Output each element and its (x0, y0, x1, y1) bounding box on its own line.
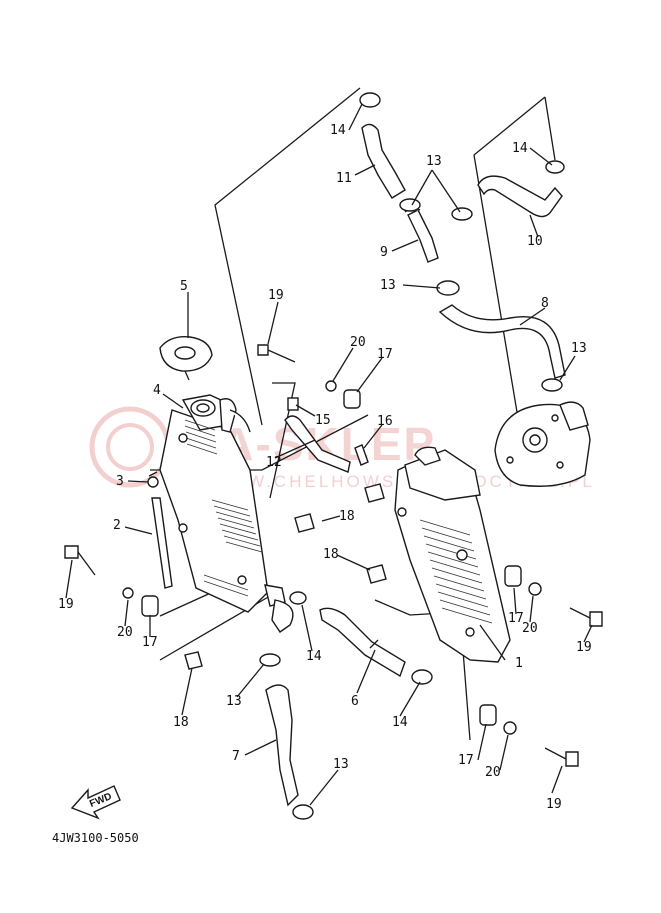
left-radiator (159, 394, 294, 633)
callout-16: 16 (377, 414, 393, 429)
callout-17a: 17 (377, 347, 393, 362)
callout-19a: 19 (268, 288, 284, 303)
leader-lines (65, 103, 593, 806)
callout-18c: 18 (173, 715, 189, 730)
callout-4: 4 (153, 383, 161, 398)
cylinder-head (494, 401, 591, 487)
callout-20a: 20 (350, 335, 366, 350)
callout-15: 15 (315, 413, 331, 428)
callout-11: 11 (336, 171, 352, 186)
callout-10: 10 (527, 234, 543, 249)
callout-19b: 19 (58, 597, 74, 612)
callout-5: 5 (180, 279, 188, 294)
part-code: 4JW3100-5050 (52, 831, 139, 845)
callout-14b: 14 (512, 141, 528, 156)
callout-13e: 13 (333, 757, 349, 772)
hose-6 (319, 607, 406, 678)
callout-1: 1 (515, 656, 523, 671)
radiator-stay (151, 497, 173, 589)
callout-17d: 17 (458, 753, 474, 768)
fitting-15 (287, 397, 299, 411)
callout-20d: 20 (485, 765, 501, 780)
callout-14c: 14 (306, 649, 322, 664)
callout-14a: 14 (330, 123, 346, 138)
callout-13c: 13 (571, 341, 587, 356)
right-radiator (394, 446, 511, 663)
fitting-16 (354, 444, 369, 466)
radiator-cap (159, 336, 213, 381)
callout-8: 8 (541, 296, 549, 311)
callout-17b: 17 (142, 635, 158, 650)
pipe-9 (404, 207, 439, 263)
callout-20c: 20 (522, 621, 538, 636)
callout-14d: 14 (392, 715, 408, 730)
fasteners (64, 344, 603, 767)
callout-3: 3 (116, 474, 124, 489)
callout-9: 9 (380, 245, 388, 260)
callout-13b: 13 (380, 278, 396, 293)
hose-8 (438, 304, 566, 379)
callout-13d: 13 (226, 694, 242, 709)
callout-18b: 18 (323, 547, 339, 562)
callout-7: 7 (232, 749, 240, 764)
watermark-logo-inner (106, 423, 154, 471)
callout-19c: 19 (576, 640, 592, 655)
fwd-arrow: FWD (70, 785, 121, 820)
hose-12 (284, 415, 351, 473)
callout-13a: 13 (426, 154, 442, 169)
callout-2: 2 (113, 518, 121, 533)
callout-18a: 18 (339, 509, 355, 524)
callout-17c: 17 (508, 611, 524, 626)
callout-numbers: 5 4 3 2 19 20 17 15 12 16 18 18 14 11 13… (58, 123, 592, 812)
callout-20b: 20 (117, 625, 133, 640)
watermark-logo (89, 406, 171, 488)
hose-11 (361, 123, 406, 199)
callout-12: 12 (266, 455, 282, 470)
hose-10 (477, 175, 563, 218)
hose-7 (265, 684, 299, 807)
callout-6: 6 (351, 694, 359, 709)
callout-19d: 19 (546, 797, 562, 812)
